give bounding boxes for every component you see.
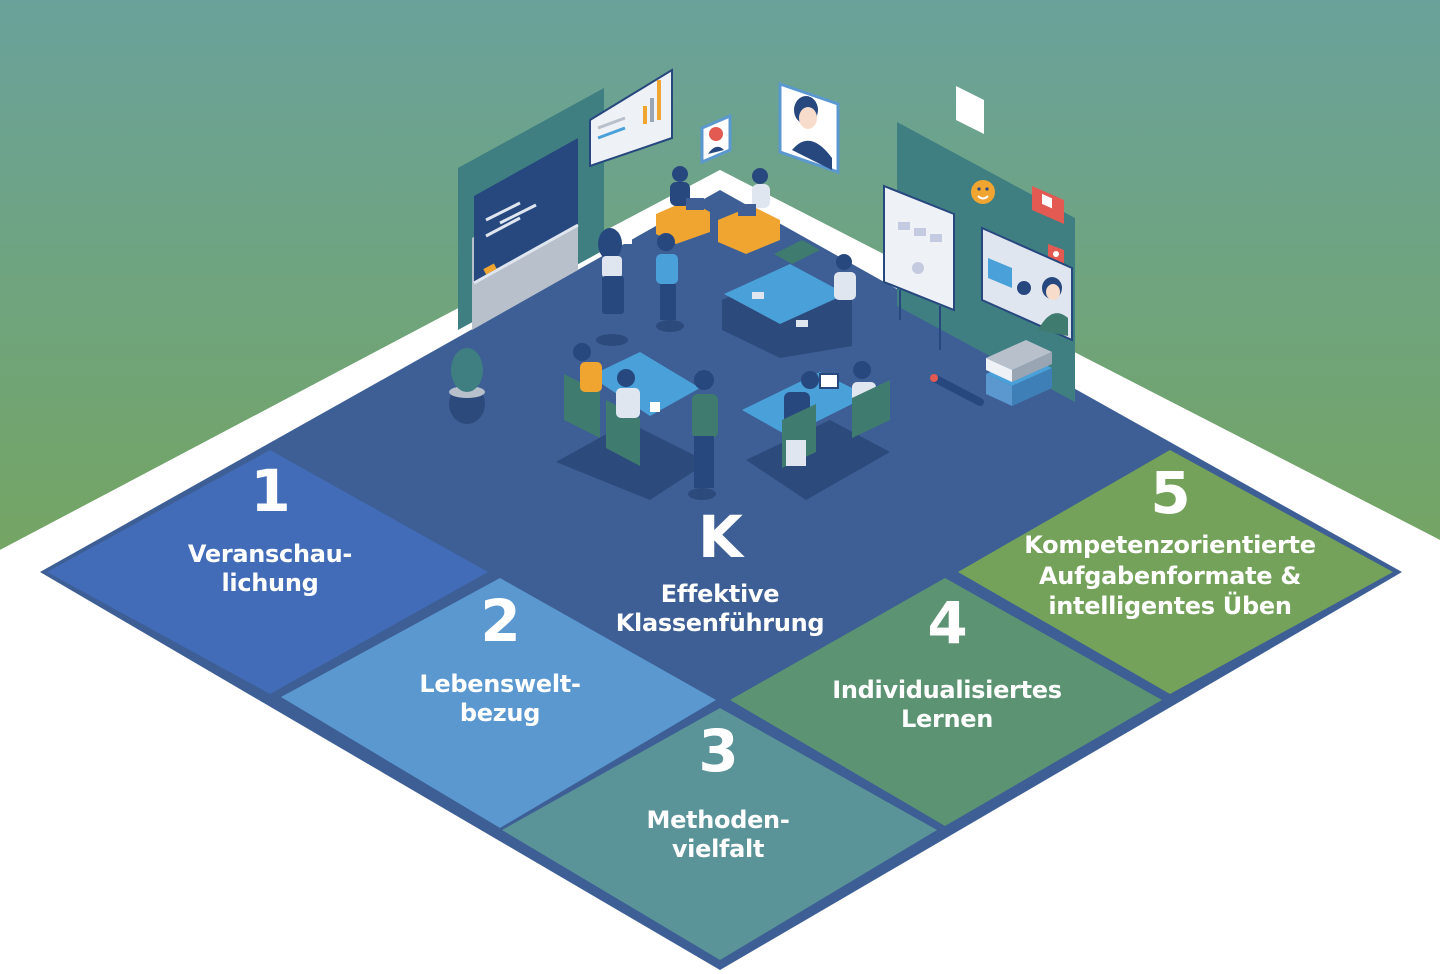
- background-green: [0, 0, 1440, 550]
- tile-4-label[interactable]: 4 Individualisiertes Lernen: [832, 589, 1062, 734]
- tile-2-lebensweltbezug[interactable]: [281, 578, 716, 828]
- tile-1-veranschaulichung[interactable]: [47, 450, 488, 694]
- center-key: K: [698, 503, 743, 571]
- tile-3-number: 3: [698, 717, 738, 785]
- desk-group-right: [742, 361, 890, 500]
- tile-5-number: 5: [1150, 459, 1190, 527]
- tile-4-individualisiertes-lernen[interactable]: [730, 578, 1162, 826]
- tile-4-line-1: Individualisiertes: [832, 676, 1062, 704]
- books-icon: [986, 340, 1052, 406]
- center-label[interactable]: K Effektive Klassenführung: [616, 508, 825, 638]
- smiley-icon: [971, 180, 995, 204]
- center-line-2: Klassenführung: [615, 608, 825, 637]
- tile-3-methodenvielfalt[interactable]: [502, 708, 937, 960]
- lounge-area: [656, 166, 780, 254]
- tile-4-number: 4: [927, 589, 967, 657]
- tile-3-label[interactable]: 3 Methoden- vielfalt: [646, 722, 789, 864]
- tile-1-label[interactable]: 1 Veranschau- lichung: [187, 457, 353, 598]
- avatar-card-icon: [778, 81, 840, 175]
- tile-2-line-1: Lebenswelt-: [419, 670, 581, 698]
- sticky-note-icon: [956, 86, 984, 134]
- tile-4-line-2: Lernen: [900, 704, 994, 733]
- tile-1-line-2: lichung: [221, 568, 319, 597]
- teacher-figure: [596, 228, 632, 346]
- tile-5-line-3: intelligentes Üben: [1048, 592, 1292, 621]
- tile-5-kompetenzorientierte-aufgaben[interactable]: [958, 450, 1393, 694]
- tile-5-line-1: Kompetenzorientierte: [1024, 531, 1316, 559]
- tile-5-label[interactable]: 5 Kompetenzorientierte Aufgabenformate &…: [1024, 459, 1316, 622]
- tile-5-line-2: Aufgabenformate &: [1039, 561, 1301, 590]
- pencil-icon: [930, 374, 984, 406]
- tile-1-number: 1: [250, 457, 290, 525]
- tile-3-line-1: Methoden-: [646, 806, 790, 834]
- student-standing-figure: [656, 233, 684, 332]
- thumbs-up-icon: [1032, 186, 1064, 224]
- tile-3-line-2: vielfalt: [671, 834, 765, 863]
- video-lesson-icon: [981, 226, 1073, 342]
- desk-group-right-top: [722, 240, 856, 358]
- chalkboard-icon: [472, 138, 579, 330]
- tile-2-line-2: bezug: [459, 698, 541, 727]
- profile-photo-icon: [700, 113, 732, 165]
- tile-1-line-1: Veranschau-: [187, 540, 353, 568]
- tile-2-label[interactable]: 2 Lebenswelt- bezug: [419, 587, 581, 728]
- flipchart-icon: [883, 184, 955, 350]
- bar-chart-panel-icon: [589, 68, 673, 168]
- tile-2-number: 2: [480, 587, 520, 655]
- desk-group-left: [556, 343, 708, 500]
- student-green-figure: [688, 370, 718, 500]
- center-line-1: Effektive: [660, 580, 780, 608]
- plant-icon: [449, 348, 485, 424]
